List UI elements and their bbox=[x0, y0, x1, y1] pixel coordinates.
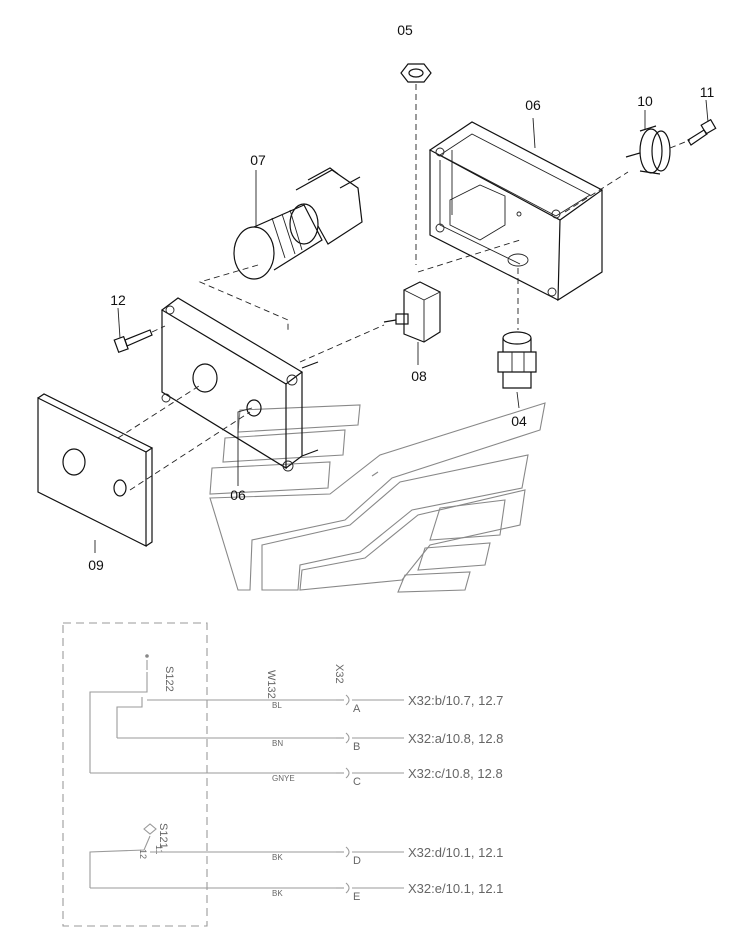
part-06-mounting-plate bbox=[117, 297, 319, 491]
part-07-selector-switch bbox=[198, 167, 363, 333]
wire-reference: X32:b/10.7, 12.7 bbox=[408, 693, 503, 708]
connector-label: X32 bbox=[333, 664, 345, 684]
callouts: 04 05 06 06 07 08 09 10 11 12 bbox=[88, 22, 714, 573]
connector-pin-label: C bbox=[353, 776, 361, 788]
part-09-label-plate bbox=[37, 393, 154, 547]
wire-row-C: GNYE C X32:c/10.8, 12.8 bbox=[90, 766, 503, 788]
wire-color-label: BL bbox=[272, 701, 282, 710]
connector-pin-label: D bbox=[353, 855, 361, 867]
device-s122-label: S122 bbox=[163, 666, 175, 692]
wire-row-D: BK D X32:d/10.1, 12.1 bbox=[150, 845, 503, 867]
connector-pin-label: A bbox=[353, 703, 361, 715]
part-08-contact-block bbox=[299, 281, 441, 363]
wire-color-label: BK bbox=[272, 853, 283, 862]
wire-color-label: BK bbox=[272, 889, 283, 898]
wire-reference: X32:e/10.1, 12.1 bbox=[408, 881, 503, 896]
device-enclosure-outline bbox=[62, 622, 208, 927]
wire-row-E: BK E X32:e/10.1, 12.1 bbox=[90, 881, 503, 903]
wire-row-A: BL A X32:b/10.7, 12.7 bbox=[147, 693, 503, 715]
part-10-grommet bbox=[625, 125, 691, 175]
device-s122: S122 bbox=[89, 654, 175, 773]
leader-lines bbox=[94, 99, 709, 553]
callout-08: 08 bbox=[411, 368, 427, 384]
connector-pin-label: B bbox=[353, 741, 360, 753]
contact-11-label: 11 bbox=[154, 845, 164, 854]
callout-06-plate: 06 bbox=[230, 487, 246, 503]
watermark-logo bbox=[209, 402, 546, 593]
device-s121-label: S121 bbox=[157, 823, 169, 849]
wire-color-label: BN bbox=[272, 739, 283, 748]
callout-07: 07 bbox=[250, 152, 266, 168]
wire-reference: X32:a/10.8, 12.8 bbox=[408, 731, 503, 746]
part-12-screw bbox=[113, 325, 166, 354]
callout-10: 10 bbox=[637, 93, 653, 109]
wire-reference: X32:c/10.8, 12.8 bbox=[408, 766, 503, 781]
part-06-enclosure-box bbox=[417, 121, 629, 330]
callout-09: 09 bbox=[88, 557, 104, 573]
device-s121: S121 11 12 bbox=[89, 823, 169, 888]
connector-pin-label: E bbox=[353, 891, 360, 903]
wiring-schematic: S122 S121 11 12 W132 X32 BL A X32:b/10.7… bbox=[62, 622, 503, 927]
cable-label: W132 bbox=[265, 670, 277, 699]
wire-color-label: GNYE bbox=[272, 774, 295, 783]
part-11-screw bbox=[687, 118, 717, 146]
part-05-hex-nut bbox=[400, 63, 432, 265]
callout-04: 04 bbox=[511, 413, 527, 429]
wire-reference: X32:d/10.1, 12.1 bbox=[408, 845, 503, 860]
callout-12: 12 bbox=[110, 292, 126, 308]
callout-05: 05 bbox=[397, 22, 413, 38]
callout-06-box: 06 bbox=[525, 97, 541, 113]
wire-row-B: BN B X32:a/10.8, 12.8 bbox=[117, 731, 503, 753]
contact-12-label: 12 bbox=[138, 849, 148, 859]
part-04-cable-gland bbox=[497, 331, 537, 389]
callout-11: 11 bbox=[700, 84, 715, 100]
